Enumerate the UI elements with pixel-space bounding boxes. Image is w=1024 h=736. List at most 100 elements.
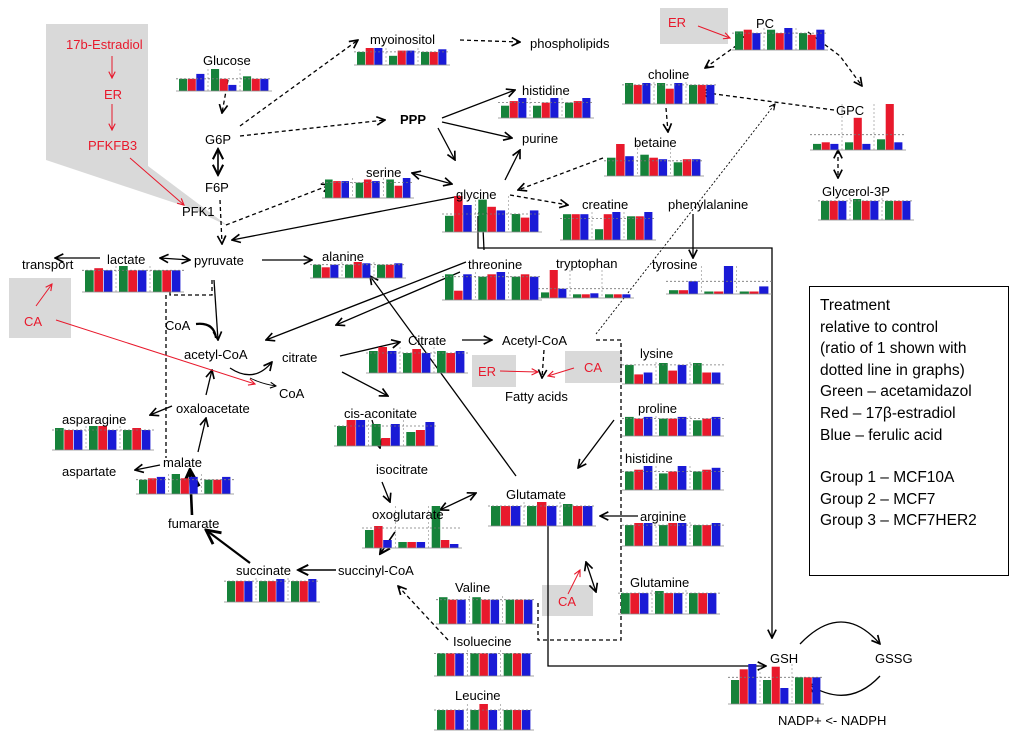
node-isocitrate: isocitrate: [376, 462, 428, 477]
bar-lysine-g3-green: [693, 363, 702, 384]
bar-lysine-g1-red: [634, 374, 643, 384]
node-coa-1: CoA: [165, 318, 191, 333]
bar-betaine-g3-blue: [691, 159, 701, 176]
bar-histidine-g3-green: [565, 102, 574, 118]
bar-tryptophan-g2-blue: [590, 293, 599, 298]
bar-oxoglutarate-g1-blue: [383, 540, 392, 548]
arrow-glutamate-oxoglutarate: [440, 493, 476, 510]
bar-choline-g2-green: [657, 83, 666, 104]
bar-valine-g2-red: [481, 599, 490, 624]
bar-arginine-g1-blue: [643, 523, 653, 546]
signal-er-fattyacids: ER: [478, 364, 496, 379]
bar-threonine-g3-red: [520, 274, 530, 300]
bar-lysine-g2-green: [659, 363, 668, 384]
chart-citrate: [366, 347, 468, 374]
chart-glycerol3p: [818, 198, 914, 221]
bar-myoinositol-g2-green: [389, 55, 398, 65]
bar-succinate-g3-blue: [308, 579, 317, 602]
legend-group-1: Group 1 – MCF10A: [820, 469, 955, 487]
bar-creatine-g3-blue: [644, 212, 653, 240]
bar-lysine-g2-red: [668, 370, 677, 384]
bar-glycine-g1-green: [445, 215, 454, 232]
bar-choline-g2-blue: [674, 83, 683, 104]
bar-histidine2-g1-blue: [643, 466, 653, 490]
bar-proline-g3-red: [702, 418, 711, 436]
bar-leucine-g3-green: [503, 710, 513, 730]
bar-histidine2-g1-green: [625, 471, 634, 490]
arrow-glutamate-alanine: [370, 276, 517, 477]
bar-valine-g1-red: [448, 599, 457, 624]
node-tyrosine: tyrosine: [652, 257, 698, 272]
bar-gpc-g2-green: [845, 142, 854, 150]
bar-serine-g2-green: [355, 182, 364, 198]
bar-succinate-g1-blue: [244, 581, 253, 602]
chart-pc: [732, 28, 828, 51]
bar-aspartate-g2-green: [171, 474, 180, 494]
arrow-citrate-citrate2: [339, 342, 400, 357]
bar-leucine-g1-green: [437, 710, 446, 730]
bar-serine-g3-red: [394, 185, 403, 198]
chart-isoleucine: [434, 650, 534, 677]
bar-creatine-g2-red: [603, 214, 612, 240]
chart-serine: [322, 178, 414, 199]
bar-threonine-g2-red: [487, 274, 496, 300]
node-valine: Valine: [455, 580, 490, 595]
bar-serine-g1-green: [325, 179, 333, 198]
chart-betaine: [604, 144, 704, 177]
node-arginine: arginine: [640, 509, 686, 524]
bar-aspartate-g2-red: [180, 478, 189, 494]
line-glutamate-gsh: [547, 526, 766, 666]
bar-pc-g3-green: [799, 33, 808, 50]
bar-pc-g1-blue: [752, 33, 761, 50]
bar-valine-g3-green: [505, 599, 515, 624]
node-ppp: PPP: [400, 112, 426, 127]
bar-proline-g1-red: [634, 418, 643, 436]
bar-gsh-g3-red: [803, 677, 812, 704]
bar-lysine-g3-blue: [711, 372, 721, 384]
node-acetylcoa: acetyl-CoA: [184, 347, 248, 362]
bar-cisaconitate-g2-blue: [390, 424, 400, 446]
bar-tryptophan-g1-red: [549, 270, 558, 298]
signal-er-pc: ER: [668, 15, 686, 30]
bar-glutamine-g1-blue: [639, 593, 649, 614]
arrow-citrate-cisaconitate: [341, 371, 388, 396]
bar-succinate-g2-blue: [276, 579, 285, 602]
chart-myoinositol: [354, 48, 450, 66]
arrow-ca-transport: [35, 284, 52, 307]
arrow-pfkfb3-pfk1: [129, 157, 184, 205]
node-purine: purine: [522, 131, 558, 146]
bar-cisaconitate-g3-green: [406, 432, 416, 446]
chart-leucine: [434, 704, 534, 731]
bar-glutamate-g2-red: [537, 502, 547, 526]
bar-leucine-g3-blue: [521, 710, 531, 730]
bar-histidine-g1-blue: [518, 98, 527, 118]
bar-threonine-g2-blue: [496, 272, 506, 300]
signal-pfkfb3: PFKFB3: [88, 138, 137, 153]
signal-er: ER: [104, 87, 122, 102]
arrow-glycine-pyruvate: [232, 195, 461, 240]
bar-glutamine-g1-red: [630, 593, 639, 614]
bar-glutamate-g1-blue: [511, 506, 521, 526]
node-citrate-2: Citrate: [408, 333, 446, 348]
node-gsh: GSH: [770, 651, 798, 666]
legend-line: relative to control: [820, 318, 939, 336]
bar-proline-g2-blue: [677, 416, 687, 436]
bar-gpc-g1-red: [821, 142, 830, 150]
chart-arginine: [622, 522, 724, 547]
bar-glycine-g1-blue: [463, 205, 472, 232]
bar-histidine2-g2-blue: [677, 466, 687, 490]
chart-choline: [622, 82, 718, 105]
arrow-isoleucine-succinylcoa: [398, 586, 449, 641]
dashed-acetylcoa-fattyacids: [537, 339, 622, 641]
node-phenylalanine: phenylalanine: [668, 197, 748, 212]
bar-histidine2-g3-red: [702, 469, 711, 490]
arrow-ppp-glycine: [437, 127, 455, 160]
signal-ca-lactate: CA: [24, 314, 42, 329]
bar-myoinositol-g1-green: [357, 51, 366, 65]
bar-histidine2-g2-green: [659, 473, 668, 490]
treatment-bar-charts: [52, 28, 914, 731]
bar-histidine2-g3-blue: [711, 467, 721, 490]
bar-arginine-g2-blue: [677, 523, 687, 546]
bar-betaine-g2-red: [649, 157, 658, 176]
bar-serine-g1-red: [333, 181, 341, 198]
